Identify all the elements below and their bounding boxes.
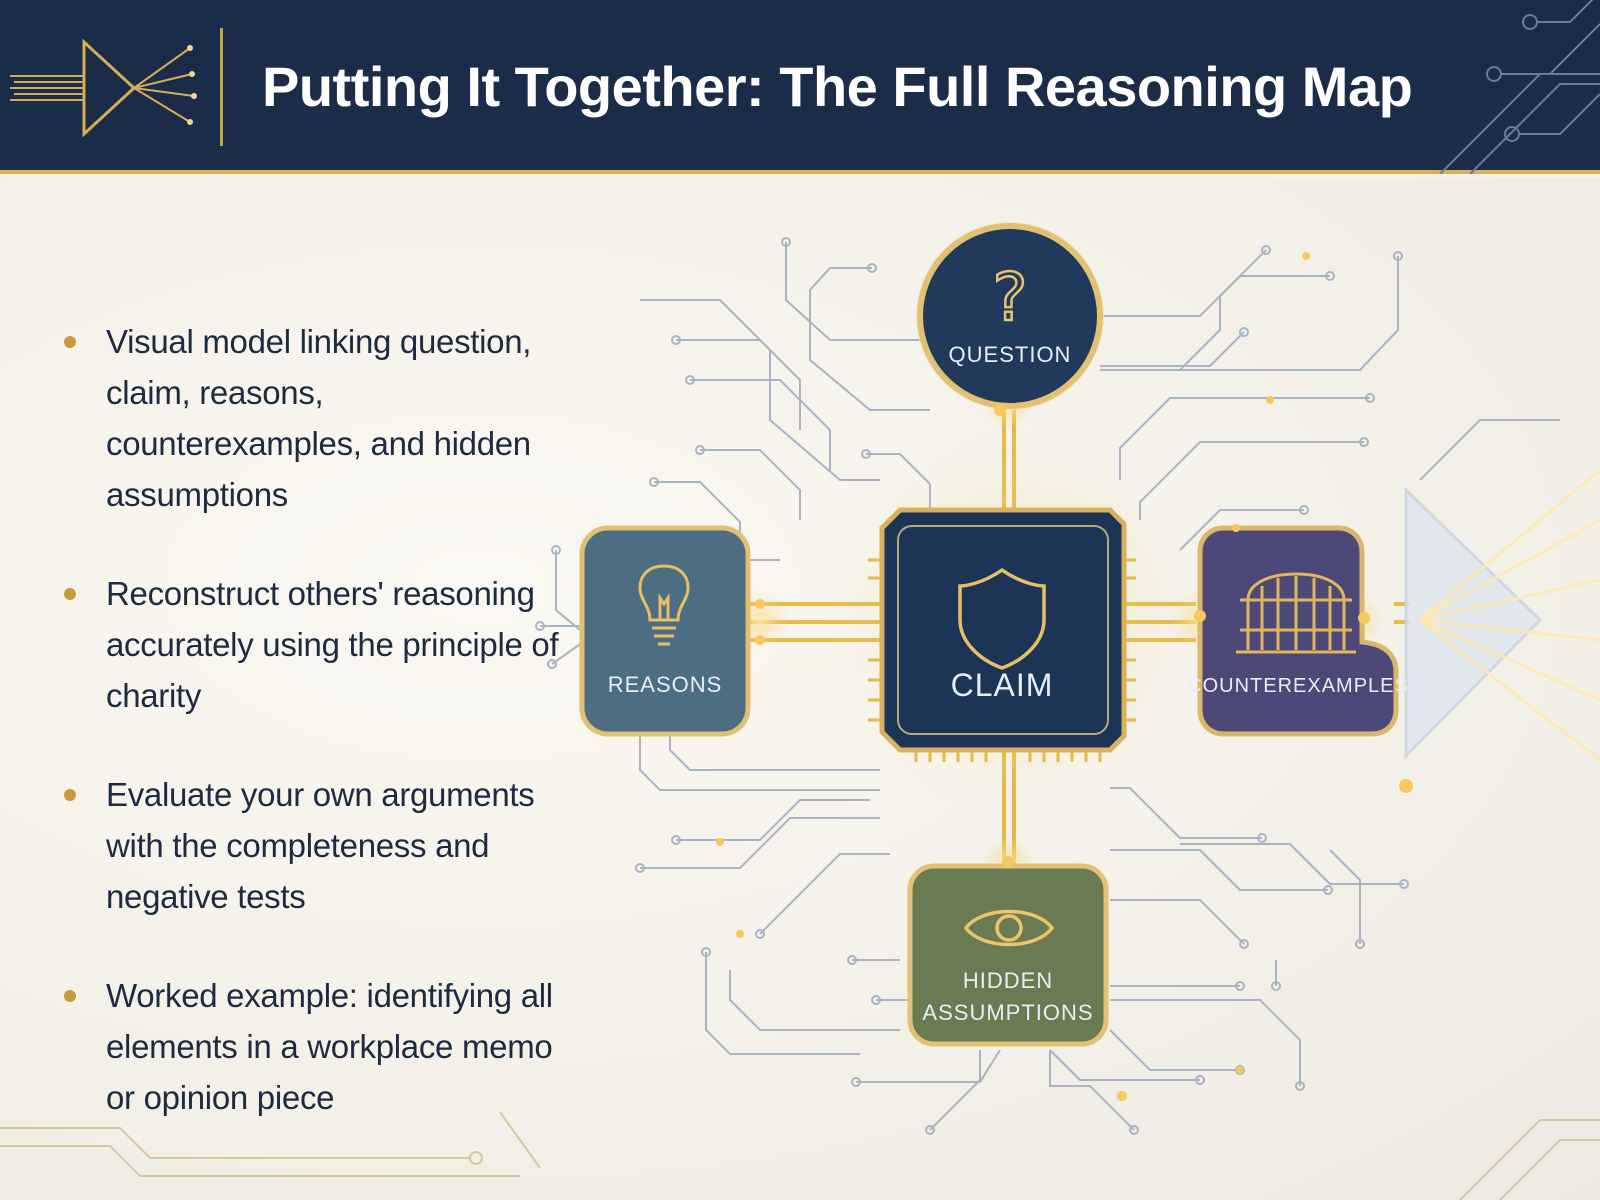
bullet-text: Visual model linking question, claim, re… — [106, 323, 532, 513]
bullet-dot — [64, 990, 76, 1002]
bullet-dot — [64, 336, 76, 348]
reasoning-map-diagram: ? QUESTION CLAIM — [535, 222, 1600, 1135]
claim-node: CLAIM — [868, 507, 1136, 762]
claim-label: CLAIM — [951, 667, 1054, 703]
prism-logo-icon — [10, 38, 197, 138]
gate-icon — [1236, 572, 1356, 654]
bullet-dot — [64, 588, 76, 600]
bullet-text: Reconstruct others' reasoning accurately… — [106, 575, 559, 714]
assumptions-label-line2: ASSUMPTIONS — [922, 1000, 1093, 1025]
question-mark-icon: ? — [992, 259, 1027, 336]
header-bar: Putting It Together: The Full Reasoning … — [0, 0, 1600, 174]
assumptions-node: HIDDEN ASSUMPTIONS — [907, 863, 1109, 1047]
light-beams — [1404, 468, 1600, 762]
bullet-item: Visual model linking question, claim, re… — [60, 316, 580, 520]
question-label: QUESTION — [949, 342, 1072, 367]
counterexamples-label: COUNTEREXAMPLES — [1187, 675, 1409, 697]
reasons-label: REASONS — [608, 672, 723, 697]
reasons-node: REASONS — [579, 525, 751, 737]
page-title: Putting It Together: The Full Reasoning … — [262, 55, 1413, 118]
question-node: ? QUESTION — [916, 222, 1104, 410]
bullet-item: Evaluate your own arguments with the com… — [60, 769, 580, 922]
header-divider — [220, 28, 223, 146]
bullet-text: Evaluate your own arguments with the com… — [106, 776, 535, 915]
bullet-list: Visual model linking question, claim, re… — [60, 316, 580, 1171]
header-circuit-decoration — [1439, 0, 1600, 174]
bullet-text: Worked example: identifying all elements… — [106, 977, 553, 1116]
sparkle-dots — [716, 252, 1413, 1101]
assumptions-label-line1: HIDDEN — [963, 968, 1053, 993]
eye-icon — [963, 909, 1055, 947]
shield-icon — [958, 567, 1046, 670]
bullet-dot — [64, 789, 76, 801]
bullet-item: Worked example: identifying all elements… — [60, 970, 580, 1123]
footer-circuit-decoration — [0, 1111, 1600, 1200]
bullet-item: Reconstruct others' reasoning accurately… — [60, 568, 580, 721]
lightbulb-icon — [638, 564, 690, 646]
counterexamples-node: COUNTEREXAMPLES — [1187, 525, 1409, 737]
